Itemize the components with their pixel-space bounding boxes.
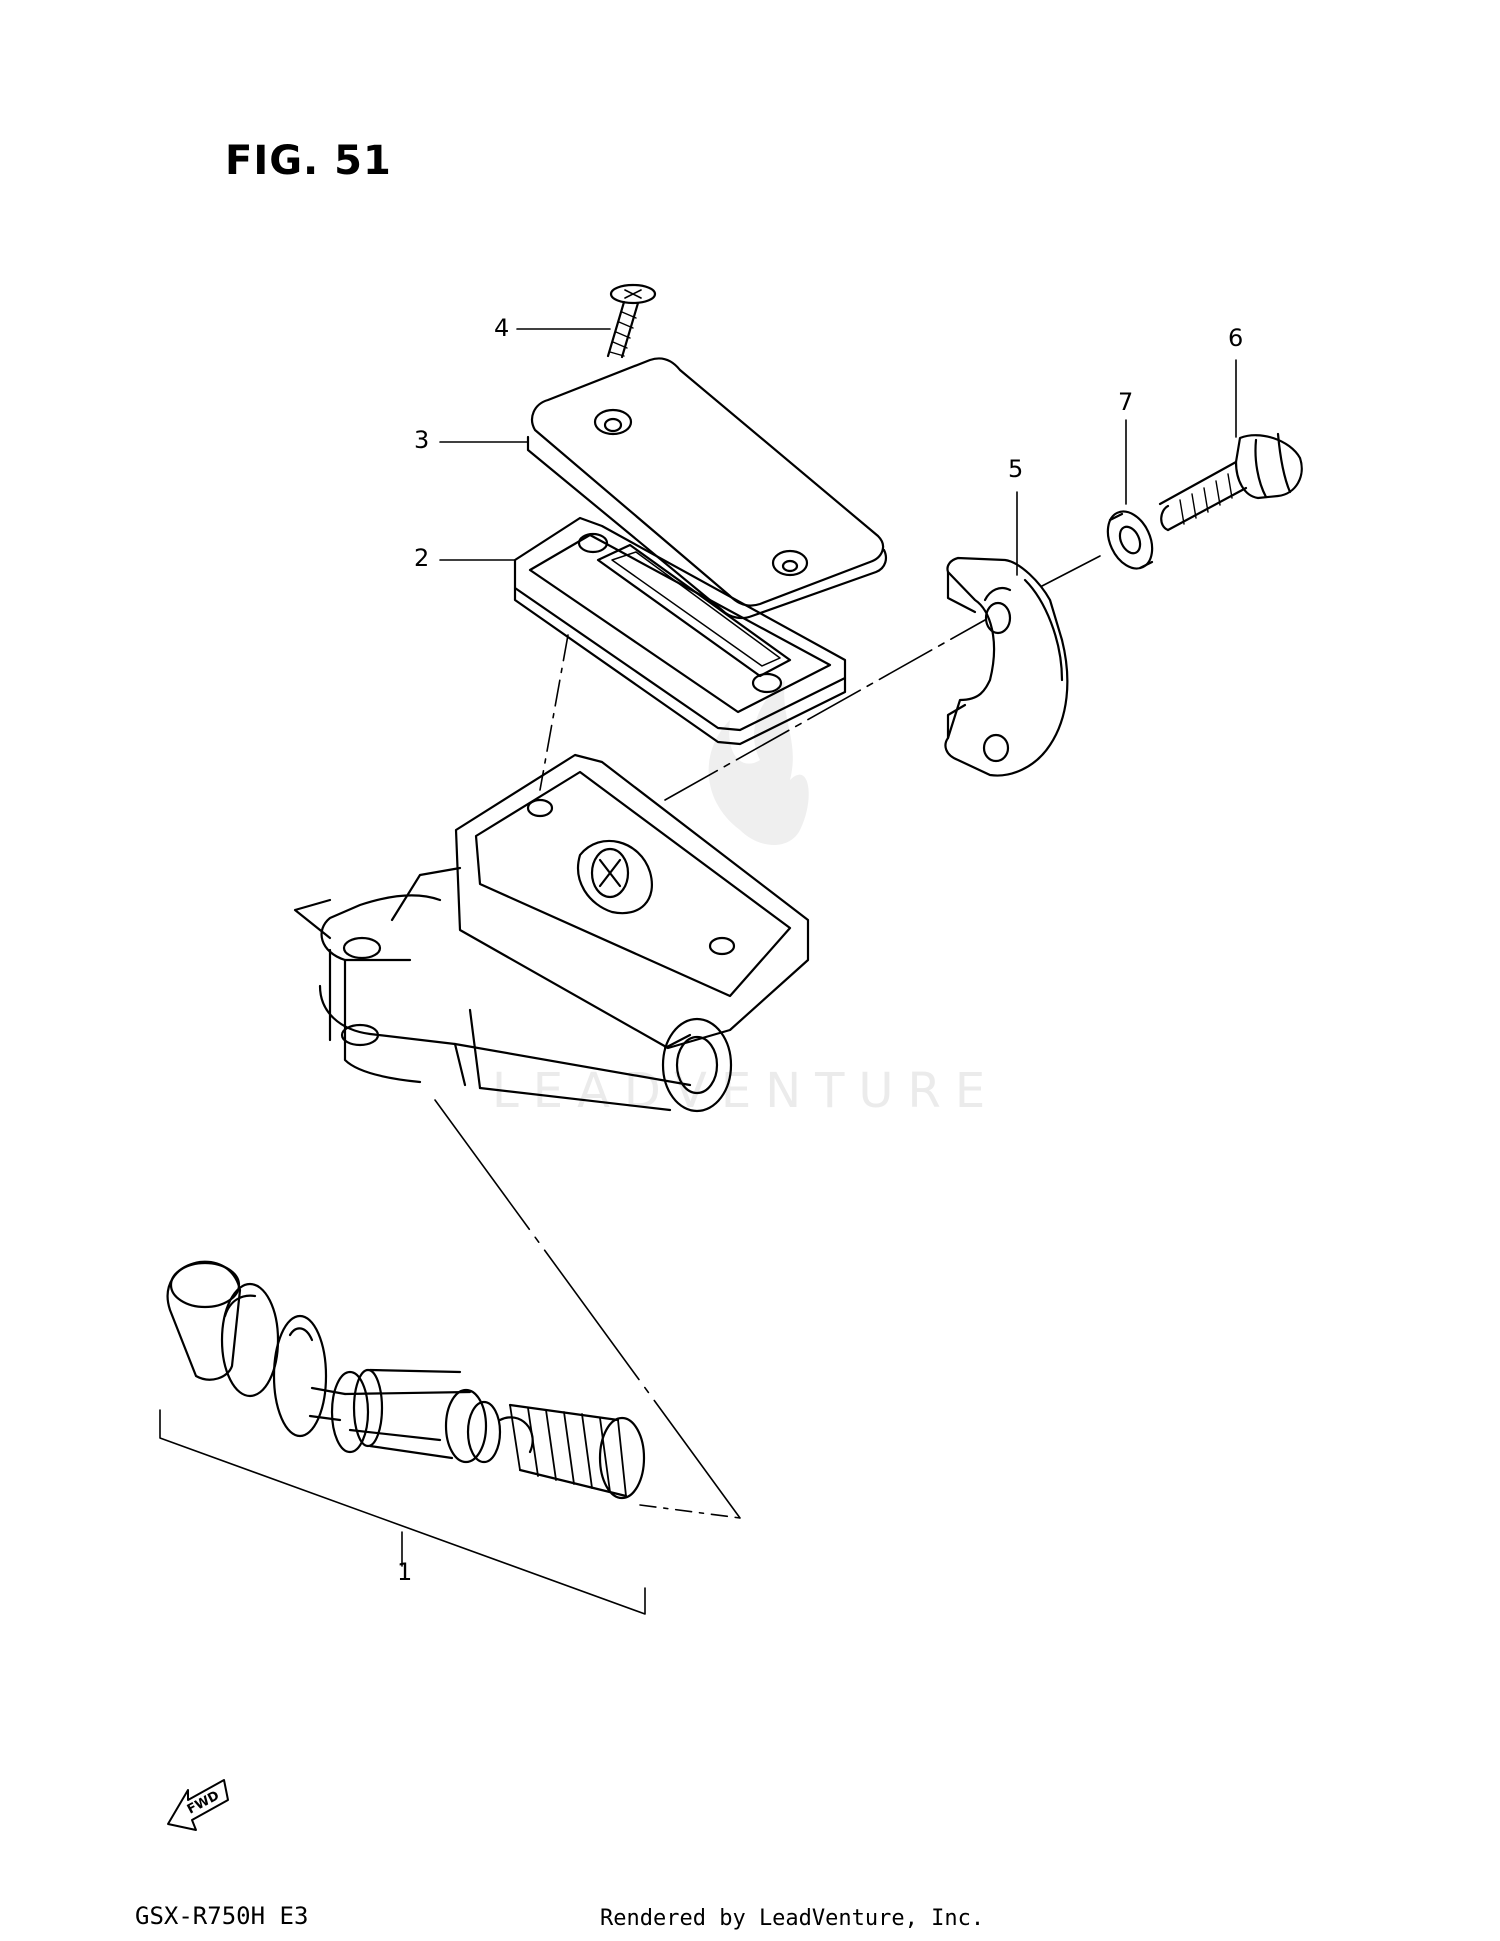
callout-1: 1 (397, 1558, 412, 1586)
part-7-washer (1106, 510, 1154, 570)
part-4-screw (606, 283, 657, 359)
watermark: LEADVENTURE (492, 680, 999, 1119)
figure-title: FIG. 51 (225, 138, 392, 184)
watermark-flame-logo (708, 680, 809, 845)
assembly-axis-bolt (1041, 555, 1101, 587)
assembly-axis-piston (434, 1099, 741, 1519)
callout-labels: 1 2 3 4 5 6 7 (397, 314, 1243, 1586)
fwd-arrow-icon (167, 1779, 229, 1831)
part-1-master-cylinder-body (293, 753, 810, 1113)
callout-7: 7 (1118, 388, 1133, 416)
leader-lines (159, 328, 1237, 1615)
assembly-axis-cap (539, 634, 569, 791)
callout-3: 3 (414, 426, 429, 454)
callout-4: 4 (494, 314, 509, 342)
callout-5: 5 (1008, 455, 1023, 483)
callout-2: 2 (414, 544, 429, 572)
fwd-badge: FWD (167, 1779, 229, 1831)
model-code: GSX-R750H E3 (135, 1902, 309, 1930)
watermark-text: LEADVENTURE (492, 1063, 999, 1119)
part-3-cap (526, 357, 887, 620)
part-1-piston-kit (166, 1260, 646, 1500)
part-5-clamp (944, 556, 1069, 777)
assembly-axis-clamp (664, 619, 986, 801)
render-credit: Rendered by LeadVenture, Inc. (600, 1906, 985, 1931)
part-1-bracket (159, 1409, 646, 1615)
part-6-bolt (1158, 432, 1303, 532)
callout-6: 6 (1228, 324, 1243, 352)
part-2-diaphragm (513, 516, 847, 746)
